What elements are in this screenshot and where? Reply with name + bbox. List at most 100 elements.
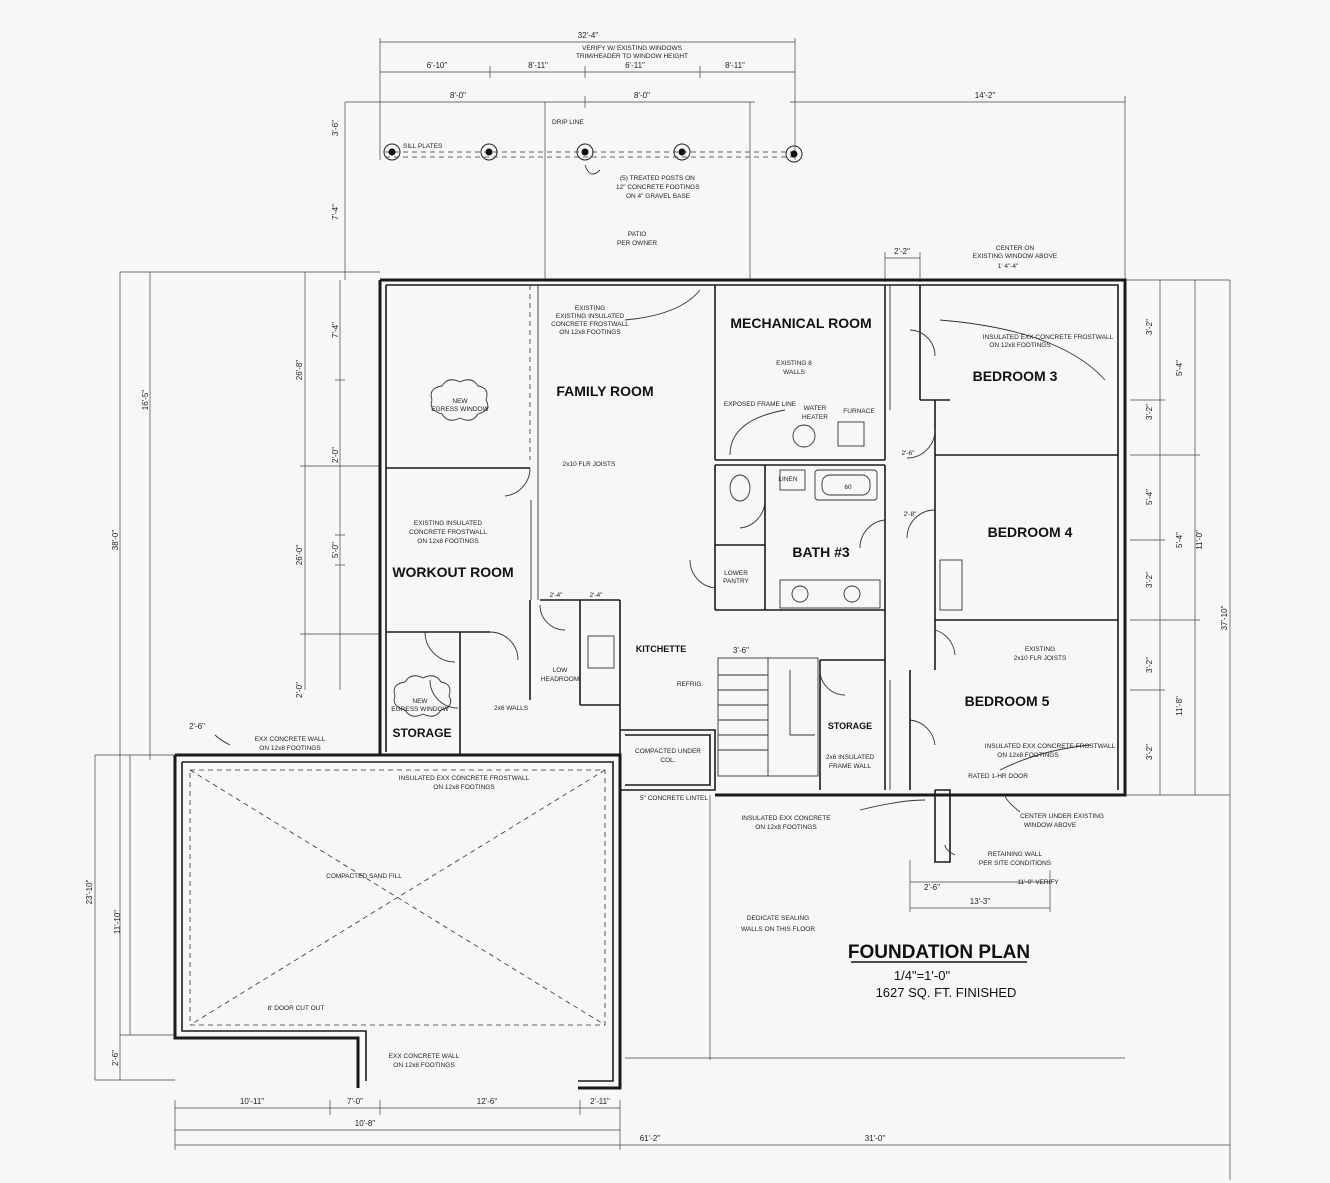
- dim-right-3-2c: 3'-2": [1145, 572, 1154, 588]
- dim-left-16-5: 16'-5": [141, 390, 150, 411]
- dim-right-3-2b: 3'-2": [1145, 404, 1154, 420]
- dim-bottom-10-8: 10'-8": [355, 1119, 376, 1128]
- note-lower-pantry-2: PANTRY: [723, 578, 749, 585]
- note-garage-frost-1: INSULATED EXX CONCRETE FROSTWALL: [399, 775, 530, 782]
- note-lintel: 5" CONCRETE LINTEL: [640, 795, 708, 802]
- linen-closet: [779, 469, 806, 491]
- dim-top-total: 32'-4": [578, 31, 599, 40]
- egress-window-2: [393, 675, 452, 717]
- note-patio-2: PER OWNER: [617, 240, 657, 247]
- right-dimension-lines: [909, 279, 1231, 1180]
- note-egress-1-b: EGRESS WINDOW: [431, 406, 489, 413]
- note-center-under-2: WINDOW ABOVE: [1024, 822, 1077, 829]
- dim-left-5-0: 5'-0": [331, 542, 340, 558]
- patio-posts: [383, 143, 803, 163]
- dim-right-5-4b: 5'-4": [1145, 489, 1154, 505]
- post-1: [383, 143, 401, 161]
- note-verify-dim: 11'-0" VERIFY: [1017, 879, 1059, 886]
- note-existing-walls-2: WALLS: [783, 369, 805, 376]
- note-exx-wall-bottom-2: ON 12x8 FOOTINGS: [393, 1062, 455, 1069]
- room-kitchette: KITCHETTE: [636, 644, 687, 654]
- dim-bottom-2-11: 2'-11": [590, 1097, 610, 1106]
- room-bedroom-3: BEDROOM 3: [973, 368, 1058, 384]
- note-exx-wall-bottom-1: EXX CONCRETE WALL: [389, 1053, 460, 1060]
- note-storage-frame-2: FRAME WALL: [829, 763, 871, 770]
- note-br5-existing-1: EXISTING: [1025, 646, 1055, 653]
- dim-bottom-12-6: 12'-6": [477, 1097, 498, 1106]
- note-retaining-1: RETAINING WALL: [988, 851, 1043, 858]
- note-linen: LINEN: [778, 476, 797, 483]
- top-dimension-lines: [344, 38, 1126, 282]
- note-dedicate-2: WALLS ON THIS FLOOR: [741, 926, 815, 933]
- dim-stair-3-6: 3'-6": [733, 646, 749, 655]
- note-drip-line: DRIP LINE: [552, 119, 584, 126]
- note-joists: 2x10 FLR JOISTS: [563, 461, 616, 468]
- note-verify-1: VERIFY W/ EXISTING WINDOWS: [582, 45, 683, 52]
- note-existing-frost-2: EXISTING INSULATED: [556, 313, 624, 320]
- dim-top-b: 8'-11": [528, 61, 548, 70]
- note-garage-frost-2: ON 12x8 FOOTINGS: [433, 784, 495, 791]
- note-workout-wall-2: CONCRETE FROSTWALL: [409, 529, 487, 536]
- post-3: [576, 143, 594, 161]
- room-bath-3: BATH #3: [792, 544, 850, 560]
- post-3-core: [581, 148, 589, 156]
- note-refrig: REFRIG.: [677, 681, 704, 688]
- note-lower-pantry-1: LOWER: [724, 570, 748, 577]
- note-br5-ins-2: ON 12x8 FOOTINGS: [997, 752, 1059, 759]
- note-egress-1-a: NEW: [452, 398, 468, 405]
- kitchette-sink-icon: [587, 635, 615, 669]
- note-compacted-col-2: COL.: [660, 757, 675, 764]
- note-egress-2-a: NEW: [412, 698, 428, 705]
- dim-right-top: 14'-2": [975, 91, 996, 100]
- post-2: [480, 143, 498, 161]
- dim-kit-2-4b: 2'-4": [590, 592, 604, 599]
- dim-right-13-3: 13'-3": [970, 897, 991, 906]
- note-insulated-exx-2: ON 12x8 FOOTINGS: [755, 824, 817, 831]
- note-patio-1: PATIO: [628, 231, 647, 238]
- note-posts-1: (5) TREATED POSTS ON: [620, 175, 695, 182]
- note-center-1: CENTER ON: [996, 245, 1035, 252]
- note-exposed-frame: EXPOSED FRAME LINE: [724, 401, 797, 408]
- note-br5-ins-1: INSULATED EXX CONCRETE FROSTWALL: [985, 743, 1116, 750]
- dim-bottom-61-2: 61'-2": [640, 1134, 661, 1143]
- dim-left-26-0: 26'-0": [295, 545, 304, 566]
- note-existing-walls-1: EXISTING 8: [776, 360, 812, 367]
- dim-br-2-8: 2'-8": [904, 511, 918, 518]
- note-verify-2: TRIM/HEADER TO WINDOW HEIGHT: [576, 53, 688, 60]
- dim-right-11-0: 11'-0": [1195, 530, 1204, 550]
- note-egress-2-b: EGRESS WINDOW: [391, 706, 449, 713]
- note-existing-frost-4: ON 12x8 FOOTINGS: [559, 329, 621, 336]
- dim-bottom-7-0: 7'-0": [347, 1097, 363, 1106]
- foundation-outer-walls: [173, 278, 1127, 1090]
- plan-scale: 1/4"=1'-0": [894, 968, 951, 983]
- dim-top-d: 8'-11": [725, 61, 745, 70]
- leader-lines: [214, 164, 1106, 856]
- dim-right-2-6: 2'-6": [924, 883, 940, 892]
- note-door-cut: 8' DOOR CUT OUT: [268, 1005, 325, 1012]
- room-bedroom-5: BEDROOM 5: [965, 693, 1050, 709]
- note-retaining-2: PER SITE CONDITIONS: [979, 860, 1052, 867]
- dim-left-2-0b: 2'-0": [295, 682, 304, 698]
- plumbing-fixtures: [587, 421, 963, 669]
- door-swings: [424, 329, 956, 746]
- note-compacted-col-1: COMPACTED UNDER: [635, 748, 701, 755]
- room-bedroom-4: BEDROOM 4: [988, 524, 1073, 540]
- patio-sill-line: [385, 151, 795, 158]
- note-center-under-1: CENTER UNDER EXISTING: [1020, 813, 1104, 820]
- dim-right-37-10: 37'-10": [1220, 605, 1229, 630]
- dim-right-3-2d: 3'-2": [1145, 657, 1154, 673]
- interior-walls: [386, 285, 1118, 790]
- note-existing-frost-3: CONCRETE FROSTWALL: [551, 321, 629, 328]
- room-storage-left: STORAGE: [392, 726, 451, 740]
- room-mechanical-room: MECHANICAL ROOM: [730, 315, 871, 331]
- vanity: [779, 579, 881, 609]
- dim-kit-2-4a: 2'-4": [550, 592, 564, 599]
- dim-left-2-6: 2'-6": [189, 722, 205, 731]
- dim-left-2-0a: 2'-0": [331, 447, 340, 463]
- bathtub: [814, 469, 878, 501]
- plan-area: 1627 SQ. FT. FINISHED: [876, 985, 1017, 1000]
- garage-fill-pattern: [189, 769, 606, 1026]
- note-center-2: EXISTING WINDOW ABOVE: [973, 253, 1058, 260]
- post-5-core: [790, 150, 798, 158]
- post-2-core: [485, 148, 493, 156]
